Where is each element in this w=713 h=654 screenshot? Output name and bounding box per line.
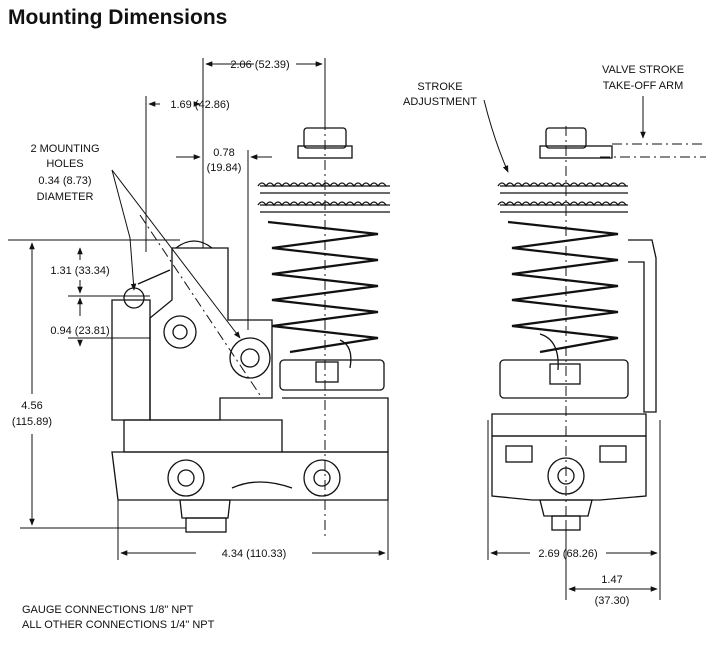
stroke-adjustment-label: STROKE <box>417 81 462 93</box>
connection-notes: GAUGE CONNECTIONS 1/8" NPT ALL OTHER CON… <box>22 603 214 633</box>
dimension-label: (37.30) <box>595 595 630 607</box>
dimension-label: 2.06 (52.39) <box>230 59 289 71</box>
dimension-label: 2.69 (68.26) <box>538 548 597 560</box>
front-spring <box>257 127 390 369</box>
note-line: ALL OTHER CONNECTIONS 1/4" NPT <box>22 619 215 631</box>
page-title: Mounting Dimensions <box>8 6 228 29</box>
stroke-adjustment-label: ADJUSTMENT <box>403 96 477 108</box>
mounting-holes-label: HOLES <box>46 158 83 170</box>
dimension-label: 4.34 (110.33) <box>222 548 287 560</box>
valve-stroke-label: TAKE-OFF ARM <box>603 80 683 92</box>
dimension-label: 1.31 (33.34) <box>50 265 109 277</box>
mounting-holes-label: DIAMETER <box>37 191 94 203</box>
header-bar: Mounting Dimensions <box>0 0 713 43</box>
dimension-label: (115.89) <box>12 416 52 428</box>
note-line: GAUGE CONNECTIONS 1/8" NPT <box>22 604 194 616</box>
mounting-holes-label: 0.34 (8.73) <box>38 175 91 187</box>
valve-stroke-label: VALVE STROKE <box>602 64 684 76</box>
mounting-holes-label: 2 MOUNTING <box>30 143 99 155</box>
dimension-label: 0.78 <box>213 147 234 159</box>
side-spring <box>497 127 628 371</box>
dimension-label: 1.47 <box>601 574 622 586</box>
dimension-label: 0.94 (23.81) <box>50 325 109 337</box>
front-view: 2.06 (52.39) 1.69 (42.86) 0.78 (19.84) 2… <box>8 58 390 560</box>
side-body <box>491 359 647 531</box>
dimension-label: 1.69 (42.86) <box>170 99 229 111</box>
dimension-label: (19.84) <box>207 162 242 174</box>
dimension-label: 4.56 <box>21 400 42 412</box>
front-body <box>111 240 389 533</box>
side-view: STROKE ADJUSTMENT VALVE STROKE TAKE-OFF … <box>403 64 706 607</box>
